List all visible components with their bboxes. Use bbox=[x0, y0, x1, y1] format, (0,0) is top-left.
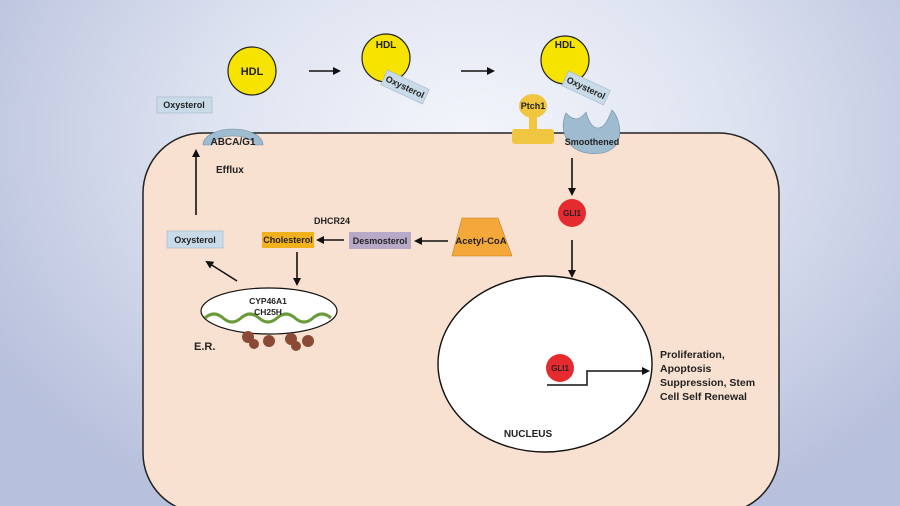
nucleus bbox=[437, 275, 653, 453]
oxysterol-cell-label: Oxysterol bbox=[174, 235, 216, 245]
ptch1-receptor: Ptch1 bbox=[512, 94, 554, 144]
hdl-particle-1: HDL bbox=[227, 46, 277, 96]
hdl-label-1: HDL bbox=[241, 66, 264, 78]
dhcr24-label: DHCR24 bbox=[314, 216, 350, 226]
er-enzyme-1-label: CYP46A1 bbox=[249, 296, 287, 306]
oxysterol-outside: Oxysterol bbox=[156, 96, 213, 114]
outcome-text: Proliferation, Apoptosis Suppression, St… bbox=[660, 349, 755, 403]
smoothened-label: Smoothened bbox=[565, 137, 620, 147]
hdl-particle-3: HDL Oxysterol bbox=[540, 35, 611, 106]
outcome-line-4: Cell Self Renewal bbox=[660, 391, 747, 403]
cholesterol-box: Cholesterol bbox=[262, 232, 314, 248]
acetylcoa-label: Acetyl-CoA bbox=[455, 236, 506, 247]
gli1-cytoplasm: GLI1 bbox=[558, 199, 586, 227]
gene-activation-arrow bbox=[547, 367, 650, 386]
endoplasmic-reticulum: CYP46A1 CH25H bbox=[200, 287, 338, 351]
efflux-label: Efflux bbox=[216, 165, 244, 176]
outcome-line-3: Suppression, Stem bbox=[660, 377, 755, 389]
outcome-line-1: Proliferation, bbox=[660, 349, 725, 361]
er-label: E.R. bbox=[194, 341, 215, 353]
acetylcoa-shape: Acetyl-CoA bbox=[451, 217, 513, 257]
desmosterol-label: Desmosterol bbox=[353, 236, 408, 246]
arrow-er-to-oxysterol bbox=[205, 260, 238, 282]
oxysterol-outside-label: Oxysterol bbox=[163, 100, 205, 110]
hdl-particle-2: HDL Oxysterol bbox=[361, 33, 430, 105]
hdl-label-2: HDL bbox=[376, 40, 397, 51]
desmosterol-box: Desmosterol bbox=[349, 232, 411, 249]
outcome-line-2: Apoptosis bbox=[660, 363, 711, 375]
nucleus-label: NUCLEUS bbox=[504, 429, 553, 440]
gli1-cytoplasm-label: GLI1 bbox=[563, 209, 581, 218]
gli1-nucleus-label: GLI1 bbox=[551, 364, 569, 373]
ptch1-label: Ptch1 bbox=[521, 101, 546, 111]
smoothened-receptor: Smoothened bbox=[562, 109, 621, 154]
er-enzyme-2-label: CH25H bbox=[254, 307, 282, 317]
oxysterol-cell-box: Oxysterol bbox=[166, 230, 224, 249]
abca-g1-label: ABCA/G1 bbox=[210, 137, 255, 148]
abca-g1-transporter: ABCA/G1 bbox=[202, 128, 264, 148]
cholesterol-label: Cholesterol bbox=[263, 235, 313, 245]
hdl-label-3: HDL bbox=[555, 40, 576, 51]
gli1-nucleus: GLI1 bbox=[546, 354, 574, 382]
